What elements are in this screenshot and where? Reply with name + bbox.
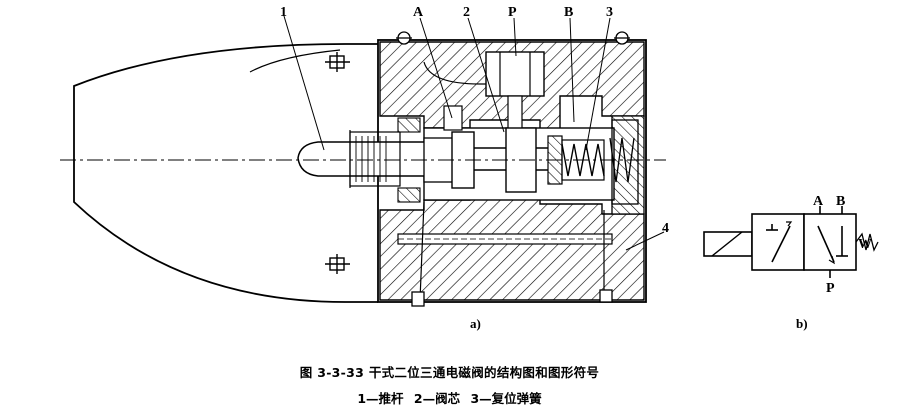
body-hatch-right xyxy=(611,115,645,215)
body-screw-top-left xyxy=(396,31,412,45)
leader-p xyxy=(513,17,517,57)
left-seal-top xyxy=(397,117,421,133)
housing-screw-bottom xyxy=(325,254,350,274)
label-body-num: 4 xyxy=(662,221,669,236)
label-port-p: P xyxy=(508,5,517,20)
leader-b xyxy=(569,17,575,123)
symbol-box-left xyxy=(751,213,805,271)
label-spring-num: 3 xyxy=(606,5,613,20)
end-spring xyxy=(609,137,635,183)
leader-4 xyxy=(625,231,665,251)
valve-section-view xyxy=(60,15,666,307)
left-seal-bottom xyxy=(397,187,421,203)
symbol-return-spring xyxy=(855,232,879,252)
solenoid-housing xyxy=(73,43,378,303)
symbol-label-w: W xyxy=(858,237,872,252)
label-pushrod-num: 1 xyxy=(280,5,287,20)
label-spool-num: 2 xyxy=(463,5,470,20)
housing-screw-top xyxy=(325,52,350,72)
symbol-label-b: B xyxy=(836,194,845,209)
leader-2 xyxy=(467,17,505,133)
leader-3 xyxy=(585,17,611,151)
solenoid-inner-shell xyxy=(249,49,341,73)
symbol-label-a: A xyxy=(813,194,824,209)
figure-caption-title: 图 3-3-33 干式二位三通电磁阀的结构图和图形符号 xyxy=(299,365,600,380)
label-port-b: B xyxy=(564,5,573,20)
subfigure-label-a: a) xyxy=(470,316,481,331)
valve-symbol xyxy=(703,206,879,278)
leader-a xyxy=(419,17,453,119)
body-screw-bottom xyxy=(411,289,613,307)
symbol-box-right xyxy=(803,213,857,271)
figure-caption-legend: 1—推杆 2—阀芯 3—复位弹簧 xyxy=(357,391,542,406)
leader-1 xyxy=(283,15,325,151)
port-a-channel xyxy=(423,61,486,85)
label-port-a: A xyxy=(413,5,424,20)
symbol-label-p: P xyxy=(826,281,835,296)
subfigure-label-b: b) xyxy=(796,316,808,331)
body-screw-top-right xyxy=(614,31,630,45)
port-p-boss xyxy=(485,51,545,97)
